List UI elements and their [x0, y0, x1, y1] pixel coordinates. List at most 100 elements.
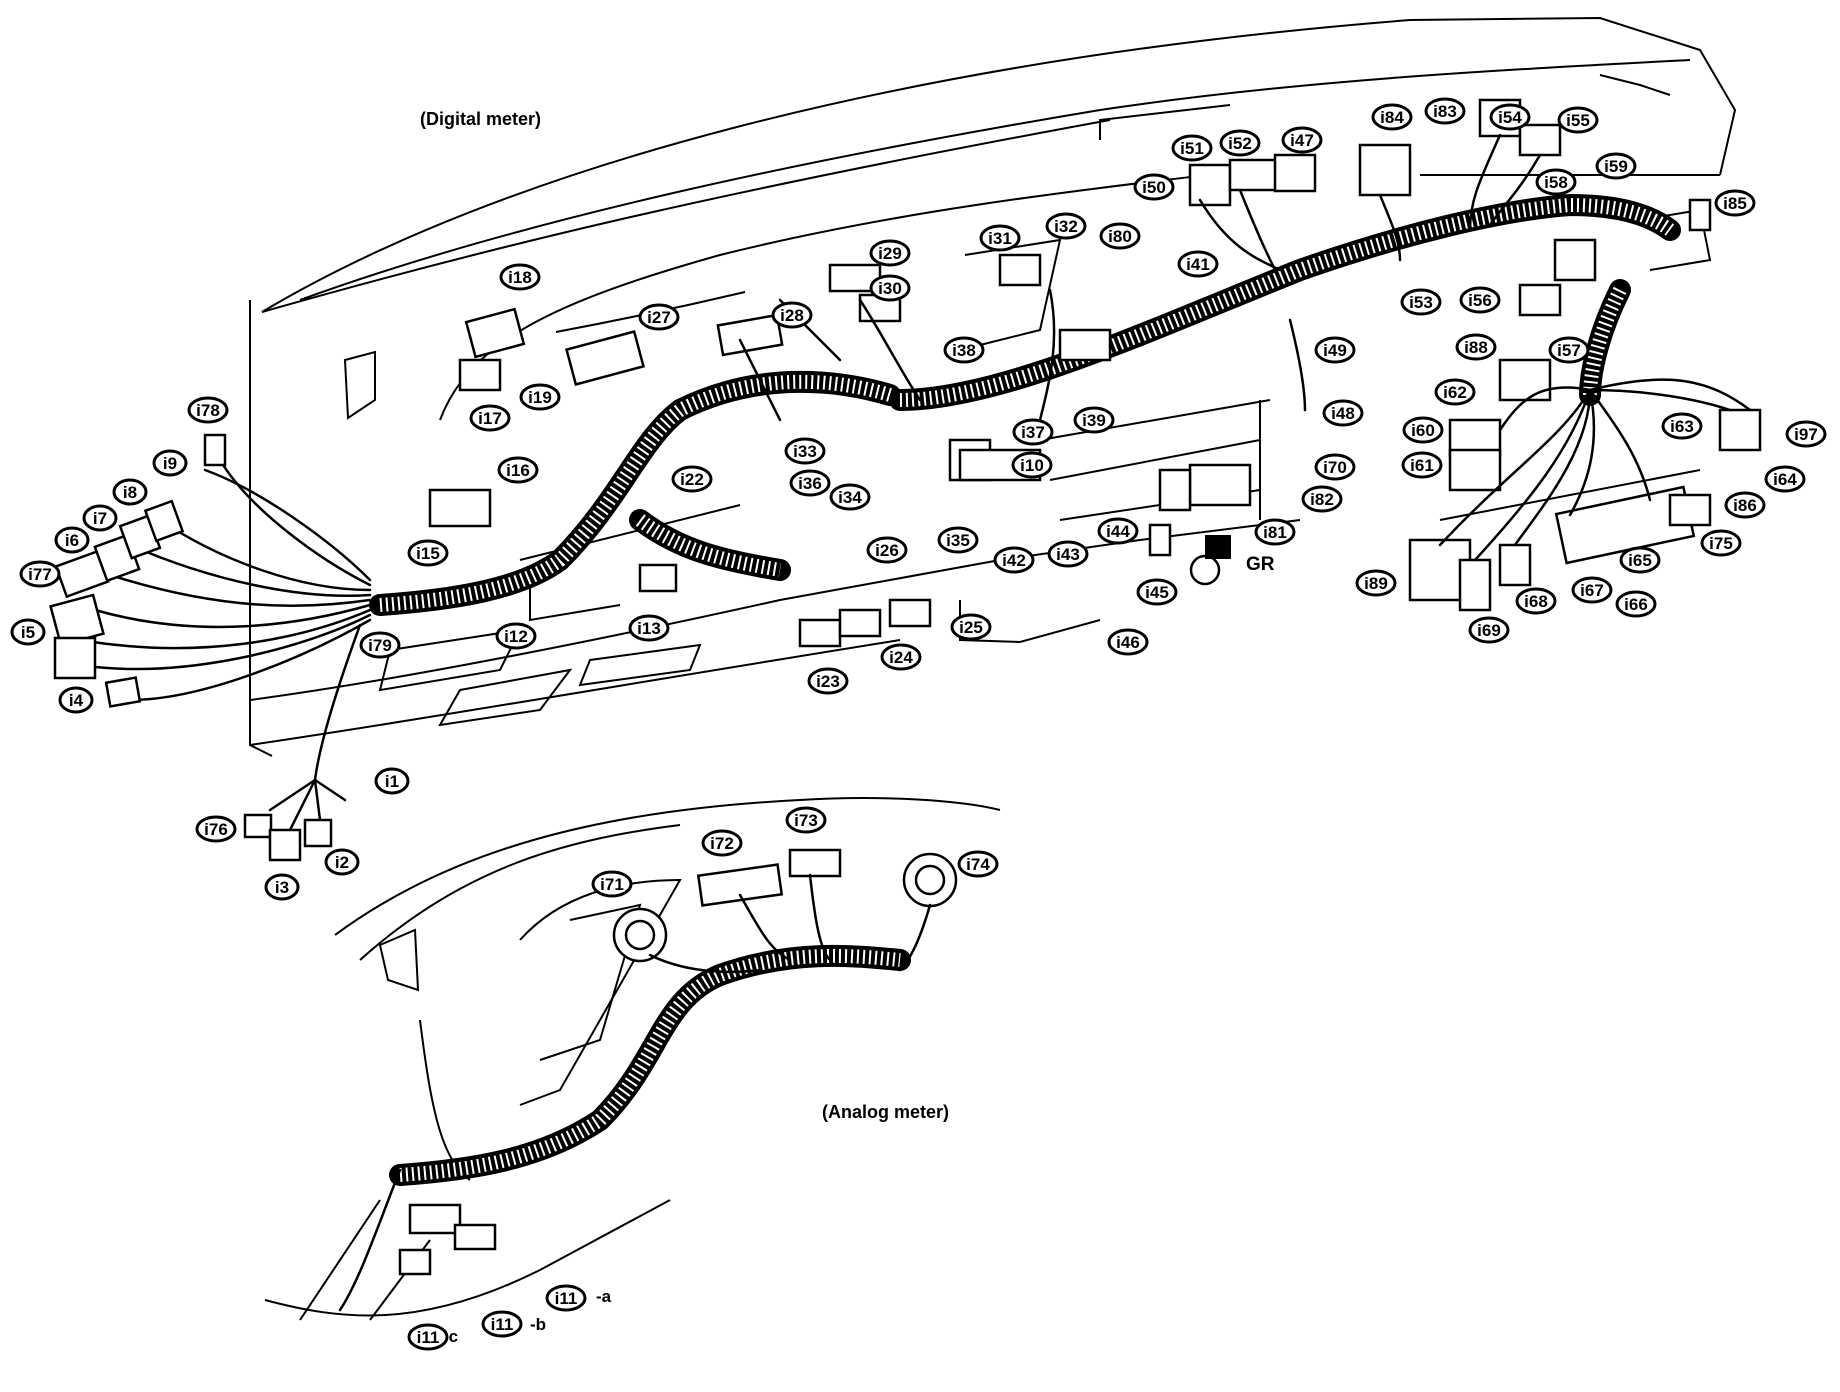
callout-i66: i66 [1615, 590, 1657, 618]
callout-i26: i26 [866, 536, 908, 564]
callout-label: i49 [1323, 341, 1347, 360]
callout-label: i71 [600, 875, 624, 894]
callout-i11: i11 [407, 1323, 449, 1351]
callout-label: i11 [555, 1289, 578, 1308]
callout-i25: i25 [950, 613, 992, 641]
callout-label: i34 [838, 488, 862, 507]
callout-i3: i3 [264, 873, 300, 901]
callout-label: i66 [1624, 595, 1648, 614]
callout-bubble [937, 526, 979, 554]
callout-label: i43 [1056, 545, 1080, 564]
callout-i55: i55 [1557, 106, 1599, 134]
callout-i59: i59 [1595, 152, 1637, 180]
callout-bubble [195, 815, 237, 843]
analog-wires-and-connectors [338, 848, 958, 1312]
callout-label: i37 [1021, 423, 1045, 442]
callout-i73: i73 [785, 806, 827, 834]
callout-bubble [1107, 628, 1149, 656]
callout-label: i35 [946, 531, 970, 550]
callout-i53: i53 [1400, 288, 1442, 316]
callout-bubble [1661, 412, 1703, 440]
callout-bubble [1535, 168, 1577, 196]
callout-label: i46 [1116, 633, 1140, 652]
callout-label: i29 [878, 244, 902, 263]
callout-i33: i33 [784, 437, 826, 465]
callout-i39: i39 [1073, 406, 1115, 434]
callout-i54: i54 [1489, 103, 1531, 131]
left-wire-bundle [78, 458, 372, 832]
callout-label: i3 [275, 878, 289, 897]
callout-i12: i12 [495, 622, 537, 650]
callout-bubble [789, 469, 831, 497]
callout-label: i81 [1263, 523, 1287, 542]
ground-point [1189, 535, 1231, 586]
digital-main-harness [369, 194, 1681, 616]
callout-label: i36 [798, 474, 822, 493]
callout-bubble [1714, 189, 1756, 217]
callout-i57: i57 [1548, 336, 1590, 364]
callout-label: i64 [1773, 470, 1797, 489]
callout-label: i97 [1794, 425, 1818, 444]
callout-bubble [1468, 616, 1510, 644]
callout-i30: i30 [869, 274, 911, 302]
callout-bubble [519, 383, 561, 411]
callout-i35: i35 [937, 526, 979, 554]
callout-bubble [1700, 529, 1742, 557]
callout-i37: i37 [1012, 418, 1054, 446]
callout-bubble [1136, 578, 1178, 606]
callout-i78: i78 [187, 396, 229, 424]
callout-i85: i85 [1714, 189, 1756, 217]
callout-bubble [1073, 406, 1115, 434]
callout-label: i52 [1228, 134, 1252, 153]
callout-i84: i84 [1371, 103, 1413, 131]
callout-bubble [264, 873, 300, 901]
i11-suffix-b: -b [530, 1315, 546, 1334]
callout-i48: i48 [1322, 399, 1364, 427]
callout-i80: i80 [1099, 222, 1141, 250]
callout-label: i55 [1566, 111, 1590, 130]
callout-bubble [807, 667, 849, 695]
callout-label: i72 [710, 834, 734, 853]
callout-i31: i31 [979, 224, 1021, 252]
callout-bubble [1455, 333, 1497, 361]
callout-i18: i18 [499, 263, 541, 291]
callout-bubble [638, 303, 680, 331]
callout-bubble [671, 465, 713, 493]
callout-label: i5 [21, 623, 35, 642]
callout-label: i4 [69, 691, 84, 710]
left-connectors [49, 433, 333, 862]
callout-label: i26 [875, 541, 899, 560]
callout-bubble [1281, 126, 1323, 154]
callout-i52: i52 [1219, 129, 1261, 157]
callout-label: i70 [1323, 458, 1347, 477]
callout-bubble [1171, 134, 1213, 162]
callout-i71: i71 [591, 870, 633, 898]
callout-label: i23 [816, 672, 840, 691]
callout-i69: i69 [1468, 616, 1510, 644]
callout-bubble [1402, 416, 1444, 444]
callout-bubble [979, 224, 1021, 252]
callout-bubble [1355, 569, 1397, 597]
callout-i2: i2 [324, 848, 360, 876]
callout-i58: i58 [1535, 168, 1577, 196]
callout-bubble [1177, 250, 1219, 278]
callout-label: i59 [1604, 157, 1628, 176]
callout-i88: i88 [1455, 333, 1497, 361]
callout-bubble [869, 239, 911, 267]
callout-bubble [829, 483, 871, 511]
callout-bubble [950, 613, 992, 641]
callout-bubble [1400, 288, 1442, 316]
callout-label: i10 [1020, 456, 1044, 475]
callout-bubble [1099, 222, 1141, 250]
callout-label: i9 [163, 454, 177, 473]
callout-i36: i36 [789, 469, 831, 497]
callout-label: i86 [1733, 496, 1757, 515]
callout-i28: i28 [771, 301, 813, 329]
callout-bubble [943, 336, 985, 364]
callout-i82: i82 [1301, 485, 1343, 513]
callout-bubble [1045, 212, 1087, 240]
callout-i34: i34 [829, 483, 871, 511]
callout-i61: i61 [1401, 451, 1443, 479]
callout-bubble [1301, 485, 1343, 513]
